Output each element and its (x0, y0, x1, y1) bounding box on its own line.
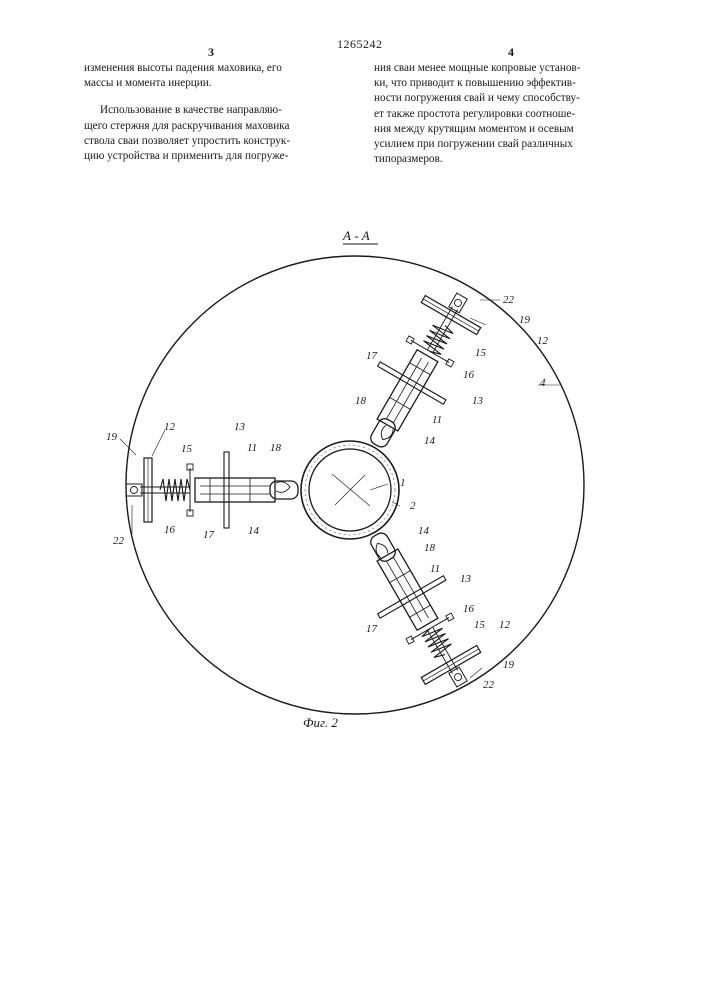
label-15: 15 (475, 347, 487, 359)
label-19: 19 (503, 659, 515, 671)
label-12: 12 (164, 421, 176, 433)
section-label: А - А (342, 228, 370, 243)
label-13: 13 (472, 395, 484, 407)
label-16: 16 (463, 603, 475, 615)
label-1: 1 (400, 477, 406, 489)
label-22: 22 (503, 294, 515, 306)
arm-assembly-left (126, 452, 298, 528)
figure-caption: Фиг. 2 (303, 715, 338, 730)
label-18: 18 (424, 542, 436, 554)
label-22: 22 (483, 679, 495, 691)
label-14: 14 (418, 525, 430, 537)
label-19: 19 (106, 431, 118, 443)
label-11: 11 (247, 442, 257, 454)
label-11: 11 (430, 563, 440, 575)
label-18: 18 (355, 395, 367, 407)
label-4: 4 (540, 377, 546, 389)
label-13: 13 (234, 421, 246, 433)
label-18: 18 (270, 442, 282, 454)
label-13: 13 (460, 573, 472, 585)
pile-shaft (301, 441, 399, 539)
label-12: 12 (499, 619, 511, 631)
label-16: 16 (463, 369, 475, 381)
label-14: 14 (424, 435, 436, 447)
label-19: 19 (519, 314, 531, 326)
label-22: 22 (113, 535, 125, 547)
label-2: 2 (410, 500, 416, 512)
label-15: 15 (474, 619, 486, 631)
label-17: 17 (366, 350, 378, 362)
label-17: 17 (366, 623, 378, 635)
label-12: 12 (537, 335, 549, 347)
label-15: 15 (181, 443, 193, 455)
label-16: 16 (164, 524, 176, 536)
label-17: 17 (203, 529, 215, 541)
label-11: 11 (432, 414, 442, 426)
label-14: 14 (248, 525, 260, 537)
